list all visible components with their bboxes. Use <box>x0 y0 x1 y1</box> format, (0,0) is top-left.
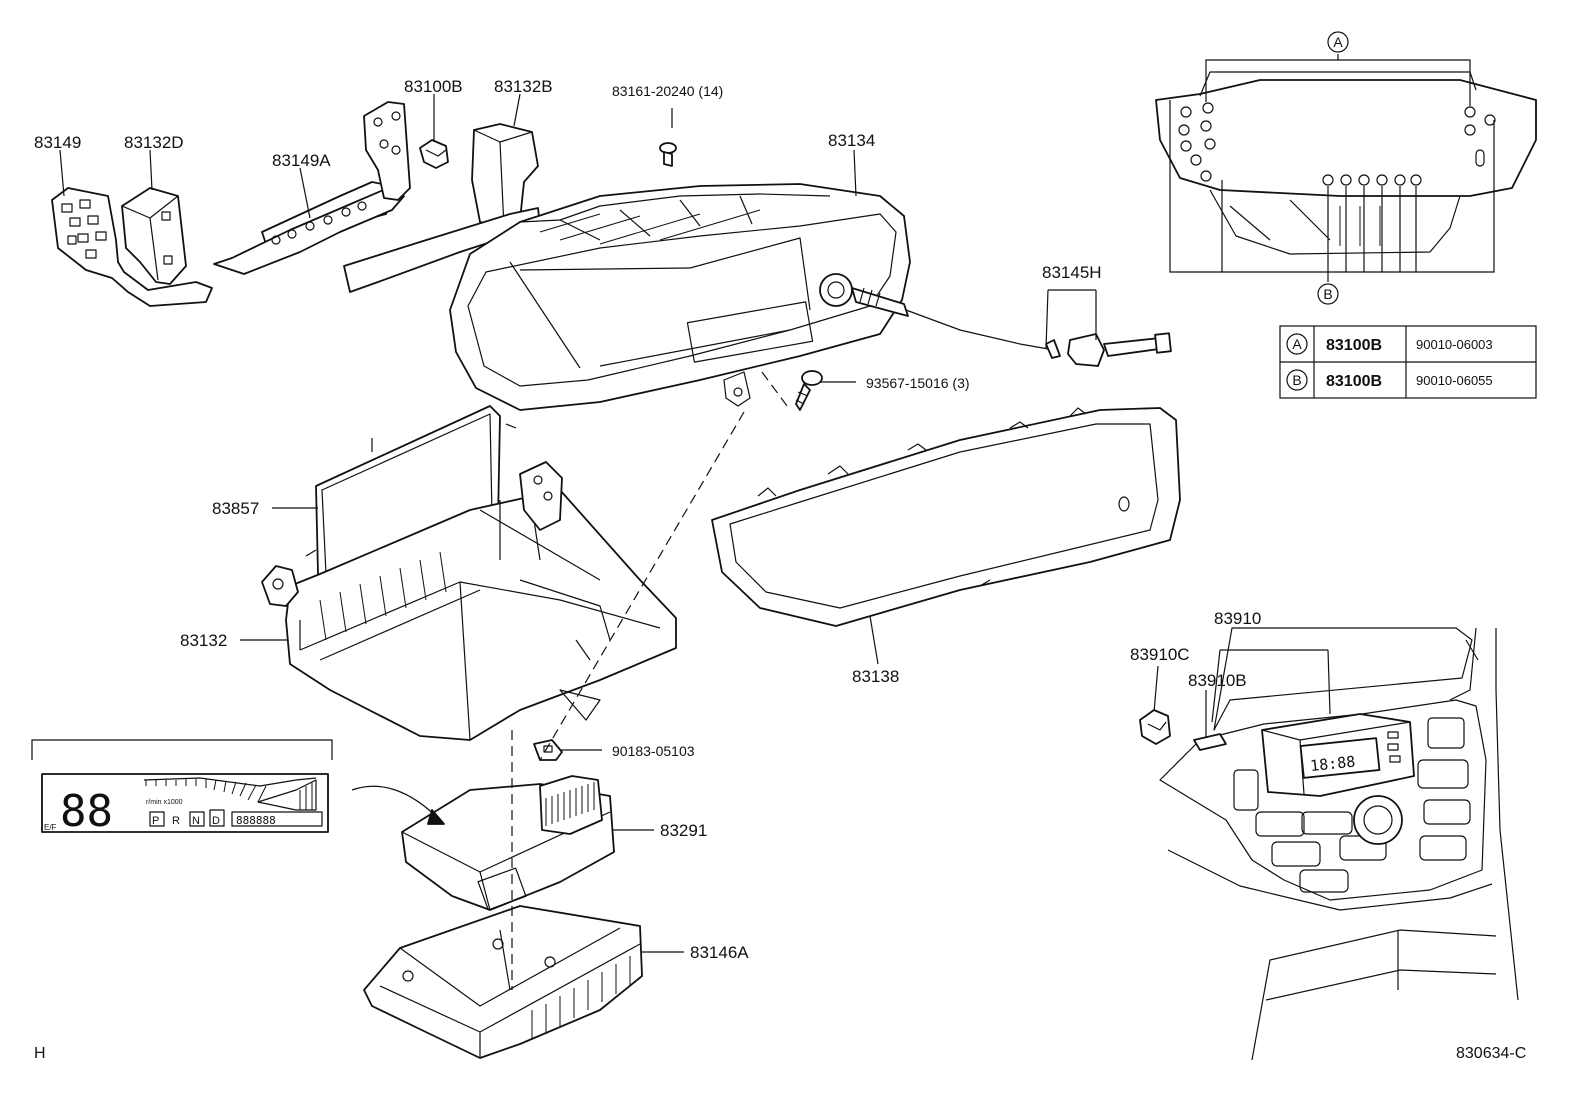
part-83100B-socket <box>419 139 449 169</box>
callout-letters: A B <box>1323 34 1343 302</box>
label-83145H: 83145H <box>1042 263 1102 282</box>
inset-rear-view <box>1155 31 1537 305</box>
lcd-gear-p: P <box>152 815 159 827</box>
lcd-side-mark: E/F <box>44 823 57 832</box>
lcd-gear-n: N <box>192 815 200 827</box>
console-clock-text: 18:88 <box>1309 752 1356 775</box>
part-83146A-cover <box>363 905 643 1059</box>
leader-lines <box>59 93 1097 953</box>
part-83132B-bracket <box>343 123 541 293</box>
part-83138-lens <box>711 407 1181 627</box>
label-83910C: 83910C <box>1130 645 1190 664</box>
part-83132-case <box>261 461 677 741</box>
table-row-a-part: 83100B <box>1326 337 1382 354</box>
label-83910B: 83910B <box>1188 671 1247 690</box>
label-83291: 83291 <box>660 821 707 840</box>
lcd-scale-label: r/min x1000 <box>146 799 183 806</box>
inset-console-clock <box>1139 627 1519 1061</box>
part-83132D-housing <box>121 187 187 285</box>
part-83134-meter-hood <box>449 183 911 411</box>
corner-label-right: 830634-C <box>1456 1045 1526 1062</box>
label-83100B: 83100B <box>404 77 463 96</box>
lcd-gear-d: D <box>212 815 220 827</box>
part-83149A-bracket <box>213 101 411 275</box>
corner-label-left: H <box>34 1045 46 1062</box>
label-93567: 93567-15016 (3) <box>866 375 970 391</box>
part-83161-screw <box>659 108 677 167</box>
label-83857: 83857 <box>212 499 259 518</box>
callout-a: A <box>1333 34 1343 50</box>
label-83132D: 83132D <box>124 133 184 152</box>
label-83910: 83910 <box>1214 609 1261 628</box>
label-90183: 90183-05103 <box>612 743 695 759</box>
callout-a-circle <box>1327 31 1349 53</box>
label-83149A: 83149A <box>272 151 331 170</box>
table-row-b-number: 90010-06055 <box>1416 373 1493 388</box>
label-83132B: 83132B <box>494 77 553 96</box>
label-83161: 83161-20240 (14) <box>612 83 723 99</box>
lcd-odometer: 888888 <box>236 814 276 827</box>
label-83146A: 83146A <box>690 943 749 962</box>
assembly-dashed-lines <box>511 371 791 990</box>
part-83291-circuit <box>401 775 615 911</box>
table-row-b-key: B <box>1292 372 1301 388</box>
part-93567-screw <box>795 370 823 411</box>
table-row-a-key: A <box>1292 336 1302 352</box>
lcd-display-text: 88 r/min x1000 E/F P R N D 888888 <box>44 786 276 837</box>
bulb-table-text: A 83100B 90010-06003 B 83100B 90010-0605… <box>1292 336 1492 390</box>
label-83138: 83138 <box>852 667 899 686</box>
callout-b: B <box>1323 286 1332 302</box>
inset-lcd-display <box>31 739 445 833</box>
bulb-table <box>1279 325 1537 399</box>
part-labels: 83149 83132D 83149A 83100B 83132B 83161-… <box>34 77 1261 962</box>
table-row-a-number: 90010-06003 <box>1416 337 1493 352</box>
part-83149-bracket <box>51 187 213 307</box>
lcd-digits: 88 <box>60 786 113 837</box>
label-83132: 83132 <box>180 631 227 650</box>
lcd-gear-r: R <box>172 815 180 827</box>
label-83149: 83149 <box>34 133 81 152</box>
table-row-b-part: 83100B <box>1326 373 1382 390</box>
callout-b-circle <box>1317 283 1339 305</box>
part-90183-clip <box>533 739 563 761</box>
label-83134: 83134 <box>828 131 875 150</box>
